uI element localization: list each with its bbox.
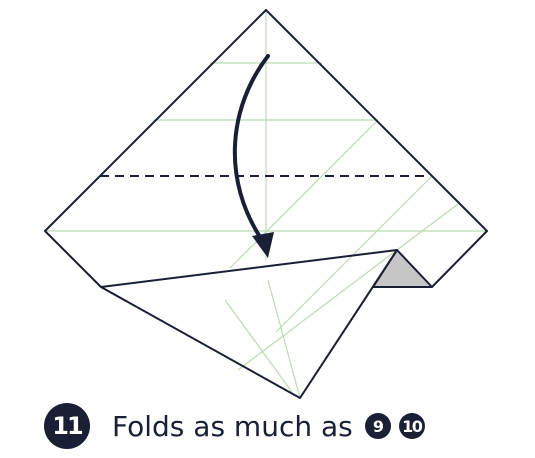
crease-line bbox=[267, 279, 301, 399]
crease-lines bbox=[45, 12, 487, 399]
crease-line bbox=[224, 299, 293, 393]
fold-arrow-icon bbox=[232, 54, 274, 258]
step-caption: 11 Folds as much as 9 10 bbox=[44, 402, 425, 450]
folded-section bbox=[100, 249, 398, 399]
paper-outline bbox=[44, 9, 488, 288]
step-reference: 10 bbox=[402, 416, 423, 436]
crease-line bbox=[237, 203, 459, 371]
step-number: 11 bbox=[52, 412, 83, 440]
step-reference-badge: 9 bbox=[364, 413, 391, 439]
step-reference-badge: 10 bbox=[398, 413, 425, 439]
step-reference: 9 bbox=[372, 416, 384, 436]
step-instruction: Folds as much as bbox=[112, 409, 353, 443]
folded-flap bbox=[372, 249, 433, 288]
step-number-badge: 11 bbox=[44, 403, 90, 449]
origami-diagram bbox=[44, 9, 488, 399]
crease-line bbox=[275, 175, 433, 333]
crease-line bbox=[229, 119, 379, 269]
